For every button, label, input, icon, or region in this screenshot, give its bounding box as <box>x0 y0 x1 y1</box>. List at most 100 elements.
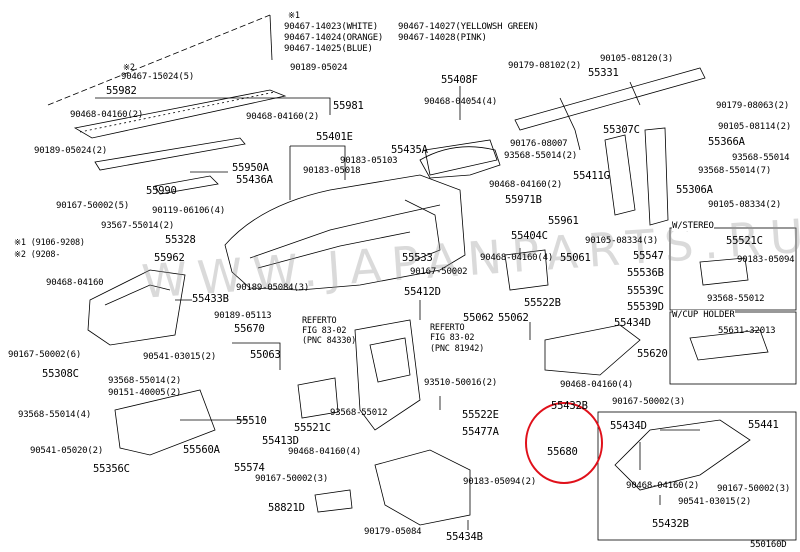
figure-number: 550160D <box>750 540 787 550</box>
part-number-93568-55012: 93568-55012 <box>330 408 388 418</box>
refer-pnc-2: (PNC 81942) <box>430 344 485 354</box>
lower-panel-55620 <box>544 324 641 376</box>
glovebox-door <box>114 389 216 456</box>
part-number-55533: 55533 <box>402 252 433 264</box>
part-number-93568-55014-d: 93568-55014 <box>732 153 790 163</box>
part-number-55401e: 55401E <box>316 131 353 143</box>
part-number-93568-55014-a: 93568-55014(2) <box>108 376 182 386</box>
part-number-90179-08102: 90179-08102(2) <box>508 61 582 71</box>
part-number-55436a: 55436A <box>236 174 273 186</box>
note-1-date-range: ※1 (9106-9208) <box>14 238 85 248</box>
part-number-55961: 55961 <box>548 215 579 227</box>
part-number-55062-a: 55062 <box>463 312 494 324</box>
part-number-90167-50002-f: 90167-50002(3) <box>717 484 791 494</box>
part-number-55413d: 55413D <box>262 435 299 447</box>
reinforcement-beam <box>514 67 706 131</box>
duct-part <box>154 175 219 195</box>
part-number-90541-03015-b: 90541-03015(2) <box>678 497 752 507</box>
cup-holder <box>689 329 769 361</box>
highlight-circle <box>525 402 603 484</box>
glovebox-frame <box>87 269 186 346</box>
part-number-90467-14025: 90467-14025(BLUE) <box>284 44 373 54</box>
part-number-55432b-top: 55432B <box>551 400 588 412</box>
note-2-date-range: ※2 (9208- <box>14 250 61 260</box>
part-number-90105-08334-b: 90105-08334(3) <box>585 236 659 246</box>
lower-cover-55432b <box>614 419 751 491</box>
part-number-90468-04054: 90468-04054(4) <box>424 97 498 107</box>
leader <box>269 14 273 61</box>
part-number-55680: 55680 <box>547 446 578 458</box>
refer-pnc-1: (PNC 84330) <box>302 336 357 346</box>
part-number-55328: 55328 <box>165 234 196 246</box>
lower-cover-box <box>597 411 797 541</box>
part-number-90183-05018: 90183-05018 <box>303 166 361 176</box>
part-number-90189-05113: 90189-05113 <box>214 311 272 321</box>
part-number-58821d: 58821D <box>268 502 305 514</box>
part-number-90151-40005: 90151-40005(2) <box>108 388 182 398</box>
part-number-90541-03015-a: 90541-03015(2) <box>143 352 217 362</box>
part-number-90189-05084: 90189-05084(3) <box>236 283 310 293</box>
part-number-55950a: 55950A <box>232 162 269 174</box>
part-number-55412d: 55412D <box>404 286 441 298</box>
part-number-55510: 55510 <box>236 415 267 427</box>
part-number-55404c: 55404C <box>511 230 548 242</box>
part-number-90468-04160-f: 90468-04160(4) <box>480 253 554 263</box>
part-number-90468-04160-a: 90468-04160(2) <box>70 110 144 120</box>
bracket-55307c <box>604 134 636 216</box>
part-number-55063: 55063 <box>250 349 281 361</box>
bracket-55306a <box>644 127 669 226</box>
part-number-90167-50002-c: 90167-50002 <box>410 267 468 277</box>
part-number-90179-08063: 90179-08063(2) <box>716 101 790 111</box>
part-number-55434b: 55434B <box>446 531 483 543</box>
part-number-55522e: 55522E <box>462 409 499 421</box>
part-number-55522b: 55522B <box>524 297 561 309</box>
part-number-55477a: 55477A <box>462 426 499 438</box>
part-number-55962: 55962 <box>154 252 185 264</box>
part-number-90468-04160-c: 90468-04160 <box>46 278 104 288</box>
part-number-55547: 55547 <box>633 250 664 262</box>
part-number-90167-50002-a: 90167-50002(5) <box>56 201 130 211</box>
part-number-90105-08120: 90105-08120(3) <box>600 54 674 64</box>
part-number-55620: 55620 <box>637 348 668 360</box>
refer-fig-1: FIG 83-02 <box>302 326 347 336</box>
part-number-55539c: 55539C <box>627 285 664 297</box>
part-number-55990: 55990 <box>146 185 177 197</box>
part-number-55308c: 55308C <box>42 368 79 380</box>
part-number-55631-32013: 55631-32013 <box>718 326 776 336</box>
part-number-90467-14024: 90467-14024(ORANGE) <box>284 33 384 43</box>
nozzle-strip <box>94 137 246 171</box>
part-number-90468-04160-b: 90468-04160(2) <box>246 112 320 122</box>
part-number-90468-04160-g: 90468-04160(4) <box>560 380 634 390</box>
part-number-93510-50016: 93510-50016(2) <box>424 378 498 388</box>
center-vent <box>504 249 549 291</box>
part-number-90467-14028: 90467-14028(PINK) <box>398 33 487 43</box>
cup-holder-box-title: W/CUP HOLDER <box>672 310 735 320</box>
part-number-90179-05084: 90179-05084 <box>364 527 422 537</box>
center-cluster <box>354 319 421 431</box>
part-number-55981: 55981 <box>333 100 364 112</box>
part-number-90167-50002-d: 90167-50002(3) <box>255 474 329 484</box>
part-number-55982: 55982 <box>106 85 137 97</box>
dash-edge-line <box>47 14 271 106</box>
part-number-55306a: 55306A <box>676 184 713 196</box>
part-number-55441: 55441 <box>748 419 779 431</box>
part-number-55971b: 55971B <box>505 194 542 206</box>
part-number-93568-55014-e: 93568-55014(7) <box>698 166 772 176</box>
part-number-55560a: 55560A <box>183 444 220 456</box>
part-number-90541-05020: 90541-05020(2) <box>30 446 104 456</box>
part-number-55062-b: 55062 <box>498 312 529 324</box>
refer-to-2: REFERTO <box>430 323 465 333</box>
part-number-93567-55014: 93567-55014(2) <box>101 221 175 231</box>
dash-panel <box>224 174 466 291</box>
part-number-55521c-box: 55521C <box>726 235 763 247</box>
part-number-55539d: 55539D <box>627 301 664 313</box>
part-number-55432b-box: 55432B <box>652 518 689 530</box>
cluster-hood <box>419 146 501 179</box>
part-number-90105-08114: 90105-08114(2) <box>718 122 792 132</box>
part-number-93568-55014-b: 93568-55014(4) <box>18 410 92 420</box>
console-55434b <box>374 449 471 526</box>
part-number-90467-14023: 90467-14023(WHITE) <box>284 22 378 32</box>
part-number-55331: 55331 <box>588 67 619 79</box>
